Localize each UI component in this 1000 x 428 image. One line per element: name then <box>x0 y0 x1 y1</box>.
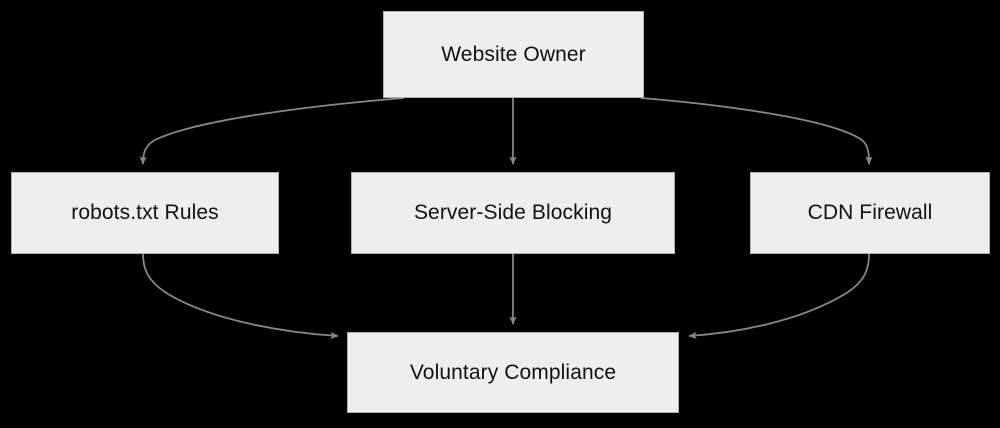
node-server-side-blocking[interactable]: Server-Side Blocking <box>351 172 675 254</box>
node-label-cdn-firewall: CDN Firewall <box>807 201 933 225</box>
edge-robots-to-compliance <box>142 253 339 340</box>
node-cdn-firewall[interactable]: CDN Firewall <box>750 172 990 254</box>
node-label-server-side-blocking: Server-Side Blocking <box>413 201 613 225</box>
node-voluntary-compliance[interactable]: Voluntary Compliance <box>347 332 679 413</box>
edge-owner-to-cdn <box>640 97 873 165</box>
node-label-website-owner: Website Owner <box>441 42 586 66</box>
edge-cdn-to-compliance <box>688 253 870 340</box>
node-label-voluntary-compliance: Voluntary Compliance <box>409 360 617 384</box>
node-robots-txt-rules[interactable]: robots.txt Rules <box>11 172 279 254</box>
edge-owner-to-robots <box>139 97 405 165</box>
node-label-robots-txt-rules: robots.txt Rules <box>71 201 219 225</box>
node-website-owner[interactable]: Website Owner <box>383 11 644 98</box>
